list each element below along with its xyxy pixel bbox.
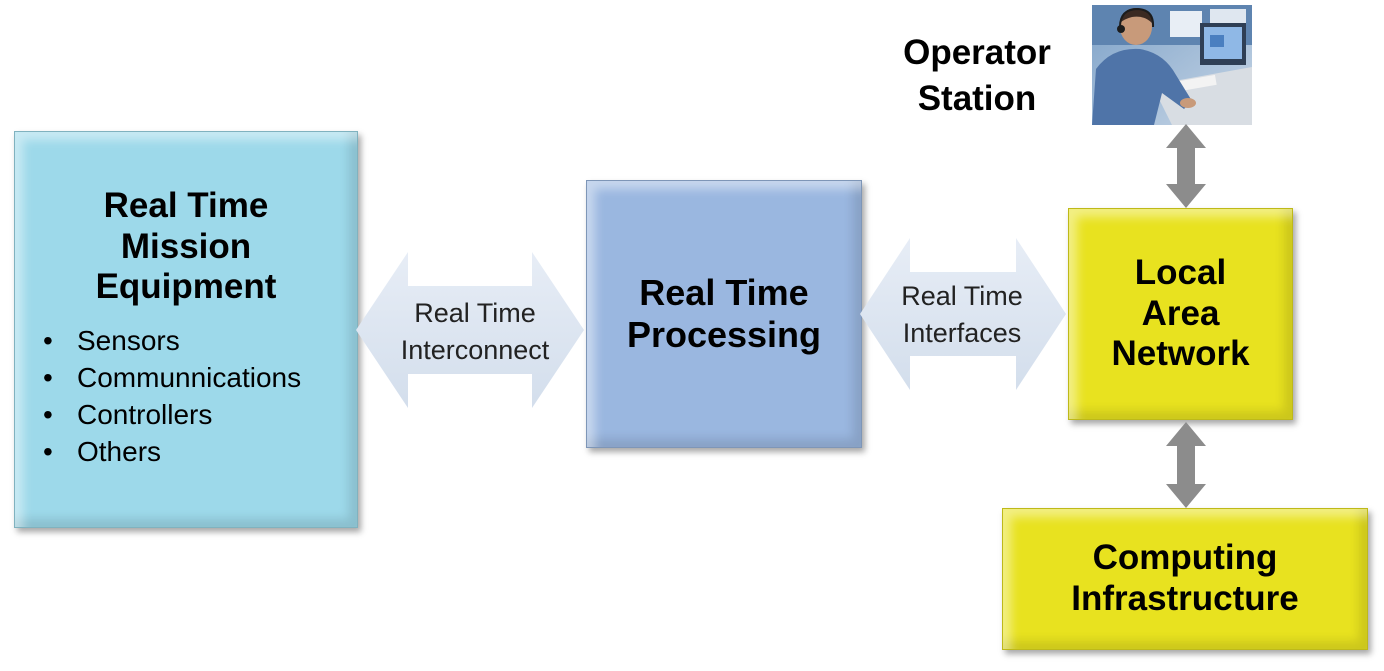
list-item: Controllers <box>43 396 301 433</box>
interconnect-label-line-2: Interconnect <box>400 335 550 366</box>
interconnect-label-line-1: Real Time <box>414 298 536 328</box>
operator-station-label: Operator Station <box>894 30 1060 122</box>
mission-equipment-box: Real Time Mission Equipment Sensors Comm… <box>14 131 358 528</box>
bullet-text-controllers: Controllers <box>77 399 213 431</box>
interfaces-double-arrow <box>860 238 1066 390</box>
interfaces-label-line-2: Interfaces <box>902 318 1022 349</box>
mission-title-line-2: Mission <box>120 226 252 266</box>
local-area-network-box: Local Area Network <box>1068 208 1293 420</box>
mission-title-line-3: Equipment <box>95 267 277 307</box>
lan-computing-link-arrow <box>1166 422 1206 508</box>
list-item: Communnications <box>43 359 301 396</box>
computing-title-line-2: Infrastructure <box>1071 579 1299 618</box>
lan-title-line-3: Network <box>1111 334 1250 374</box>
interfaces-label: Real Time Interfaces <box>872 278 1052 353</box>
processing-title-line-2: Processing <box>626 314 822 355</box>
bullet-text-sensors: Sensors <box>77 324 180 356</box>
computing-title-line-1: Computing <box>1092 538 1278 578</box>
processing-title-line-1: Real Time <box>639 272 809 314</box>
processing-box: Real Time Processing <box>586 180 862 448</box>
bullet-text-others: Others <box>77 436 162 468</box>
computing-infrastructure-box: Computing Infrastructure <box>1002 508 1368 650</box>
mission-bullet-list: Sensors Communnications Controllers Othe… <box>15 322 301 471</box>
mission-title-line-1: Real Time <box>103 186 269 225</box>
lan-title-line-2: Area <box>1141 293 1220 333</box>
lan-title-line-1: Local <box>1134 253 1227 293</box>
operator-lan-link-arrow <box>1166 124 1206 208</box>
interconnect-label: Real Time Interconnect <box>380 295 570 370</box>
bullet-text-communications: Communnications <box>77 362 302 394</box>
interfaces-label-line-1: Real Time <box>901 281 1023 311</box>
operator-label-line-1: Operator <box>903 33 1051 72</box>
operator-label-line-2: Station <box>917 79 1037 119</box>
list-item: Others <box>43 433 301 470</box>
interconnect-double-arrow <box>356 252 584 408</box>
list-item: Sensors <box>43 322 301 359</box>
operator-station-photo <box>1092 5 1252 125</box>
